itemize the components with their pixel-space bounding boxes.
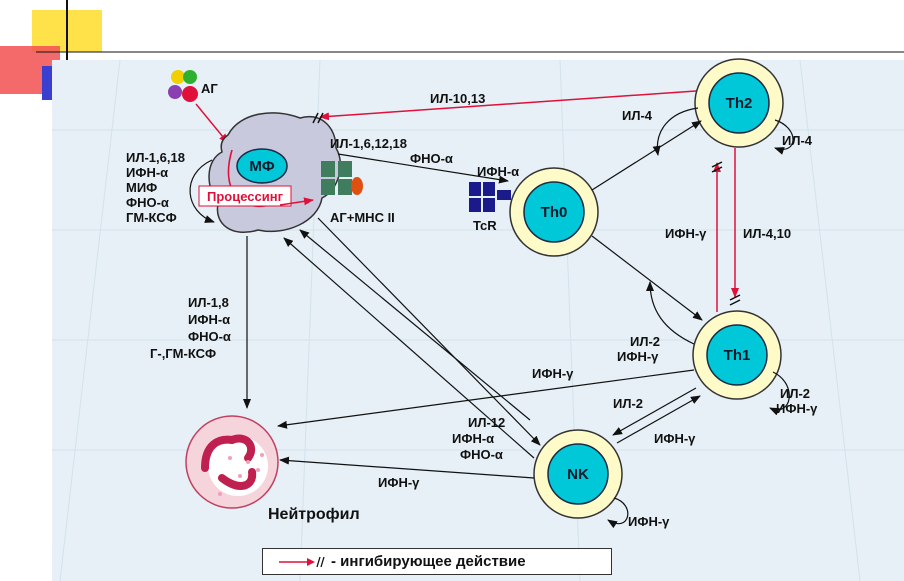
legend: - ингибирующее действие <box>262 548 612 575</box>
svg-text:ФНО-α: ФНО-α <box>460 447 503 462</box>
nk-to-th1-arrow <box>616 395 701 444</box>
svg-text:ИФН-α: ИФН-α <box>188 312 230 327</box>
svg-text:МИФ: МИФ <box>126 180 157 195</box>
tcr-label: TcR <box>473 218 497 233</box>
legend-text: - ингибирующее действие <box>331 553 526 570</box>
th2-label: Th2 <box>726 95 753 112</box>
th1-self-label-2: ИФН-γ <box>776 401 818 416</box>
th2-to-th0-arrow <box>652 107 699 156</box>
svg-text:ФНО-α: ФНО-α <box>188 329 231 344</box>
neutrophil-label: Нейтрофил <box>268 506 360 523</box>
inhibition-mark <box>312 112 324 124</box>
nk-self-label: ИФН-γ <box>628 514 670 529</box>
svg-text:ИЛ-1,6,18: ИЛ-1,6,18 <box>126 150 185 165</box>
tcr-receptor-icon <box>469 182 511 212</box>
mf-self-labels: ИЛ-1,6,18 ИФН-α МИФ ФНО-α ГМ-КСФ <box>126 150 185 225</box>
th1-to-mf-arrow <box>299 229 531 421</box>
th0-th1-label-1: ИЛ-2 <box>630 334 660 349</box>
th1-nucleus <box>706 324 768 386</box>
th2-to-mf-inhibitory-arrow <box>319 90 697 121</box>
processing-arrow <box>279 197 314 206</box>
processing-label: Процессинг <box>207 189 284 204</box>
th2-self-label: ИЛ-4 <box>782 133 813 148</box>
th2-nucleus <box>708 72 770 134</box>
nk-to-th1-label: ИФН-γ <box>654 431 696 446</box>
nk-label: NK <box>567 466 589 483</box>
nk-self-loop <box>607 497 629 529</box>
th0-th1-label-2: ИФН-γ <box>617 349 659 364</box>
mf-self-loop <box>189 159 215 223</box>
th1-self-loop <box>769 371 790 416</box>
svg-text:ФНО-α: ФНО-α <box>126 195 169 210</box>
th2-to-th0-label: ИЛ-4 <box>622 108 653 123</box>
th1-label: Th1 <box>724 347 751 364</box>
background-grid <box>52 59 904 581</box>
inhibition-mark <box>729 294 741 306</box>
mhc-complex-icon <box>321 161 363 195</box>
mf-to-th0-label-1: ИЛ-1,6,12,18 <box>330 136 407 151</box>
th2-to-th1-label: ИЛ-4,10 <box>743 226 791 241</box>
th1-self-label-1: ИЛ-2 <box>780 386 810 401</box>
th0-to-th2-arrow <box>591 120 702 191</box>
th0-to-th1-arrow <box>591 235 703 321</box>
th1-to-th2-label: ИФН-γ <box>665 226 707 241</box>
svg-text:ИФН-α: ИФН-α <box>126 165 168 180</box>
neutrophil-cell <box>185 415 279 509</box>
mf-to-neutrophil-labels: ИЛ-1,8 ИФН-α ФНО-α Г-,ГМ-КСФ <box>150 295 231 361</box>
th0-ifn-alpha-label: ИФН-α <box>477 164 519 179</box>
inhibitory-arrow-icon <box>279 556 325 567</box>
svg-text:ИЛ-1,8: ИЛ-1,8 <box>188 295 229 310</box>
th1-to-mf-label: ИФН-γ <box>532 366 574 381</box>
th1-to-neutrophil-arrow <box>277 369 695 429</box>
nk-nucleus <box>547 443 609 505</box>
processing-box <box>198 185 292 207</box>
th2-to-mf-label: ИЛ-10,13 <box>430 91 485 106</box>
mf-to-nk-arrow <box>317 217 541 446</box>
th0-label: Th0 <box>541 204 568 221</box>
mf-to-nk-labels: ИЛ-12 ИФН-α ФНО-α <box>452 415 505 462</box>
antigen-label: АГ <box>201 81 218 96</box>
nk-to-neutrophil-label: ИФН-γ <box>378 475 420 490</box>
th2-self-loop <box>774 119 794 155</box>
antigen-icon <box>168 70 198 102</box>
antigen-arrow <box>195 103 229 144</box>
svg-text:ГМ-КСФ: ГМ-КСФ <box>126 210 177 225</box>
inhibition-mark <box>711 161 723 173</box>
svg-text:ИЛ-12: ИЛ-12 <box>468 415 505 430</box>
th1-to-th0-arrow <box>646 281 695 345</box>
nk-to-neutrophil-arrow <box>279 456 535 479</box>
svg-text:Г-,ГМ-КСФ: Г-,ГМ-КСФ <box>150 346 216 361</box>
macrophage-label: МФ <box>249 158 274 175</box>
th1-to-nk-arrow <box>612 387 697 436</box>
nk-to-mf-arrow <box>283 237 535 459</box>
th0-nucleus <box>523 181 585 243</box>
mf-to-th0-label-2: ФНО-α <box>410 151 453 166</box>
macrophage-nucleus <box>236 148 288 184</box>
th1-to-nk-label: ИЛ-2 <box>613 396 643 411</box>
svg-text:ИФН-α: ИФН-α <box>452 431 494 446</box>
ag-mhc-label: АГ+МНС II <box>330 210 395 225</box>
mf-to-th0-arrow <box>337 153 509 184</box>
